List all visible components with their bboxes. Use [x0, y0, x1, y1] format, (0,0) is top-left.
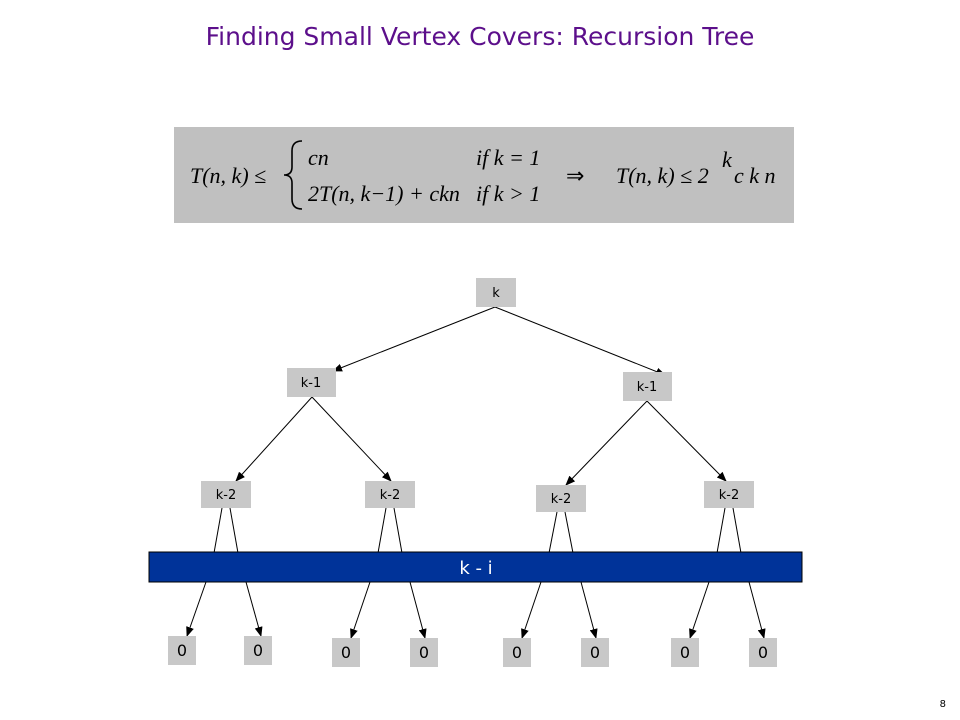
tree-node-level2-2: k-2 [365, 481, 415, 508]
tree-leaf-4-label: 0 [419, 643, 429, 662]
tree-leaf-2-label: 0 [253, 641, 263, 660]
tree-node-level2-3-label: k-2 [551, 492, 572, 507]
formula-case1-cond: if k = 1 [476, 145, 540, 170]
edge-l2d-stub-left [716, 507, 726, 554]
edge-root-left [332, 306, 496, 372]
tree-node-level2-3: k-2 [536, 485, 586, 512]
tree-leaf-6-label: 0 [590, 643, 600, 662]
tree-node-root-label: k [492, 286, 500, 301]
edge-l2a-stub-left [213, 507, 223, 554]
tree-node-level1-right-label: k-1 [637, 380, 658, 395]
edge-l2d-stub-right [732, 507, 742, 554]
tree-leaf-2: 0 [244, 636, 272, 665]
edge-leaf5 [521, 581, 542, 639]
edge-leaf8 [748, 581, 766, 639]
edge-leaf4 [409, 581, 427, 639]
tree-node-level1-left-label: k-1 [301, 376, 322, 391]
edge-leaf7 [689, 581, 710, 639]
edge-leaf6 [580, 581, 598, 639]
formula-svg: T(n, k) ≤ cn if k = 1 2T(n, k−1) + ckn i… [190, 140, 776, 210]
edge-root-right [494, 306, 666, 376]
level-band-label: k - i [459, 558, 492, 579]
formula-brace [283, 140, 303, 210]
tree-leaf-6: 0 [581, 638, 609, 667]
tree-leaf-8-label: 0 [758, 643, 768, 662]
edge-leaf2 [245, 581, 263, 637]
edge-l2a-stub-right [229, 507, 239, 554]
edge-l2b-stub-left [377, 507, 387, 554]
tree-node-level1-left: k-1 [287, 368, 336, 397]
edge-l2b-stub-right [393, 507, 403, 554]
tree-leaf-4: 0 [410, 638, 438, 667]
tree-leaf-3: 0 [332, 638, 360, 667]
formula-rhs-exponent: k [722, 147, 733, 172]
tree-leaf-8: 0 [749, 638, 777, 667]
formula-case2-expr: 2T(n, k−1) + ckn [308, 181, 460, 206]
edge-leaf1 [186, 581, 207, 637]
tree-node-root: k [476, 278, 516, 307]
tree-node-level2-4: k-2 [704, 481, 754, 508]
tree-leaf-5-label: 0 [512, 643, 522, 662]
edge-l1b-l2c [565, 400, 648, 486]
level-band: k - i [148, 551, 803, 583]
formula-case2-cond: if k > 1 [476, 181, 540, 206]
tree-node-level2-4-label: k-2 [719, 488, 740, 503]
tree-node-level2-1-label: k-2 [216, 488, 237, 503]
formula-implies-arrow: ⇒ [566, 163, 584, 188]
page-number: 8 [939, 699, 946, 710]
edge-l1a-l2a [235, 396, 313, 482]
edge-l1a-l2b [311, 396, 392, 482]
edge-l1b-l2d [646, 400, 727, 482]
recurrence-formula: T(n, k) ≤ cn if k = 1 2T(n, k−1) + ckn i… [174, 127, 794, 223]
formula-lhs: T(n, k) ≤ [190, 163, 266, 188]
formula-case1-expr: cn [308, 145, 329, 170]
tree-leaf-7-label: 0 [680, 643, 690, 662]
tree-node-level2-2-label: k-2 [380, 488, 401, 503]
tree-leaf-7: 0 [671, 638, 699, 667]
tree-node-level1-right: k-1 [623, 372, 672, 401]
edge-l2c-stub-left [548, 511, 558, 554]
tree-leaf-3-label: 0 [341, 643, 351, 662]
edge-l2c-stub-right [564, 511, 574, 554]
tree-leaf-1: 0 [168, 636, 196, 665]
tree-leaf-1-label: 0 [177, 641, 187, 660]
tree-node-level2-1: k-2 [201, 481, 251, 508]
formula-rhs-suffix: c k n [734, 163, 776, 188]
formula-rhs-prefix: T(n, k) ≤ 2 [616, 163, 709, 188]
edge-leaf3 [350, 581, 371, 639]
slide-title: Finding Small Vertex Covers: Recursion T… [205, 22, 755, 51]
tree-leaf-5: 0 [503, 638, 531, 667]
